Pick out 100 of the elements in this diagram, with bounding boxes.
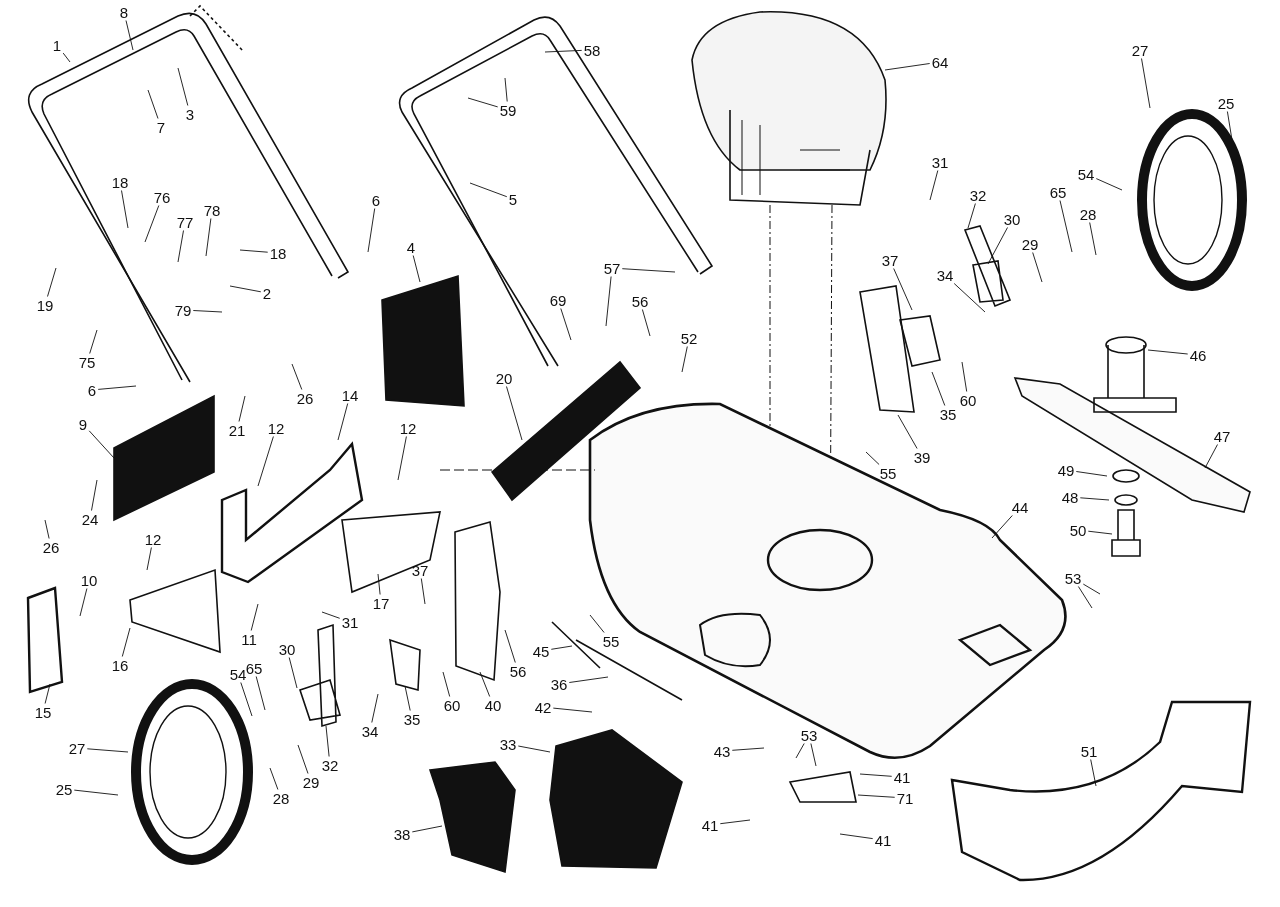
leader-line [1089, 222, 1097, 256]
callout-number: 27 [67, 740, 87, 756]
leader-line [1090, 759, 1097, 787]
callout-number: 55 [878, 465, 898, 481]
leader-line [1226, 111, 1233, 141]
callout-number: 24 [80, 511, 100, 527]
callout-number: 65 [1048, 184, 1068, 200]
callout-number: 16 [110, 657, 130, 673]
callout-number: 19 [35, 297, 55, 313]
leader-line [991, 515, 1013, 539]
callout-number: 35 [402, 711, 422, 727]
callout-number: 34 [360, 723, 380, 739]
callout-number: 18 [268, 245, 288, 261]
leader-line [884, 63, 931, 71]
leader-line [404, 685, 411, 711]
leader-line [288, 657, 298, 689]
callout-number: 12 [143, 531, 163, 547]
callout-number: 28 [1078, 206, 1098, 222]
leader-line [544, 49, 583, 53]
leader-line [238, 395, 246, 422]
callout-number: 21 [227, 422, 247, 438]
callout-number: 8 [118, 4, 130, 20]
callout-number: 60 [442, 697, 462, 713]
callout-number: 54 [1076, 166, 1096, 182]
callout-number: 12 [266, 420, 286, 436]
leader-line [86, 748, 129, 753]
callout-number: 27 [1130, 42, 1150, 58]
leader-line [239, 249, 269, 253]
callout-number: 56 [508, 663, 528, 679]
leader-line [967, 203, 976, 229]
leader-line [205, 218, 212, 257]
callout-number: 10 [79, 572, 99, 588]
leader-line [1075, 471, 1108, 477]
callout-number: 47 [1212, 428, 1232, 444]
leader-line [1095, 178, 1123, 191]
leader-line [893, 268, 913, 311]
callout-number: 64 [930, 54, 950, 70]
leader-line [147, 89, 159, 119]
callout-number: 4 [405, 239, 417, 255]
leader-line [125, 20, 134, 51]
callout-number: 9 [77, 416, 89, 432]
callout-number: 30 [1002, 211, 1022, 227]
callout-number: 75 [77, 354, 97, 370]
leader-line [1147, 349, 1189, 355]
callout-number: 49 [1056, 462, 1076, 478]
leader-line [255, 676, 266, 711]
leader-line [291, 363, 303, 390]
callout-number: 65 [244, 660, 264, 676]
leader-line [297, 744, 309, 774]
callout-number: 6 [370, 192, 382, 208]
callout-number: 29 [301, 774, 321, 790]
leader-line [240, 682, 253, 717]
leader-line [550, 645, 573, 650]
leader-line [1141, 58, 1151, 109]
leader-line [857, 794, 896, 798]
callout-number: 71 [895, 790, 915, 806]
callout-number: 60 [958, 392, 978, 408]
callout-number: 57 [602, 260, 622, 276]
leader-line [621, 268, 676, 273]
leader-line [931, 371, 946, 406]
leader-line [839, 833, 874, 840]
leader-line [506, 386, 523, 441]
leader-line [953, 283, 986, 313]
callout-number: 36 [549, 676, 569, 692]
leader-line [1032, 252, 1043, 283]
leader-line [1077, 586, 1093, 609]
leader-line [795, 743, 805, 759]
callout-number: 14 [340, 387, 360, 403]
callout-number: 50 [1068, 522, 1088, 538]
callout-number: 40 [483, 697, 503, 713]
callout-number: 48 [1060, 489, 1080, 505]
callout-number: 77 [175, 214, 195, 230]
leader-line [146, 547, 152, 571]
leader-line [411, 825, 443, 833]
callout-number: 26 [295, 390, 315, 406]
leader-line [469, 182, 508, 198]
leader-line [371, 693, 379, 723]
callout-number: 26 [41, 539, 61, 555]
leader-line [89, 329, 98, 354]
leader-line [420, 578, 426, 605]
leader-line [229, 285, 262, 293]
leader-line [44, 683, 51, 704]
callout-number: 31 [930, 154, 950, 170]
leader-line [337, 403, 349, 441]
leader-line [681, 346, 688, 373]
callout-number: 35 [938, 406, 958, 422]
callout-number: 39 [912, 449, 932, 465]
callout-number: 41 [892, 769, 912, 785]
callout-number: 55 [601, 633, 621, 649]
leader-line [589, 614, 605, 633]
callout-number: 52 [679, 330, 699, 346]
callout-number: 30 [277, 641, 297, 657]
callout-number: 5 [507, 191, 519, 207]
leader-line [177, 67, 189, 106]
callout-number: 76 [152, 189, 172, 205]
leader-line [859, 773, 893, 777]
callout-number: 79 [173, 302, 193, 318]
callout-number: 59 [498, 102, 518, 118]
callout-number: 28 [271, 790, 291, 806]
leader-line [44, 519, 50, 539]
